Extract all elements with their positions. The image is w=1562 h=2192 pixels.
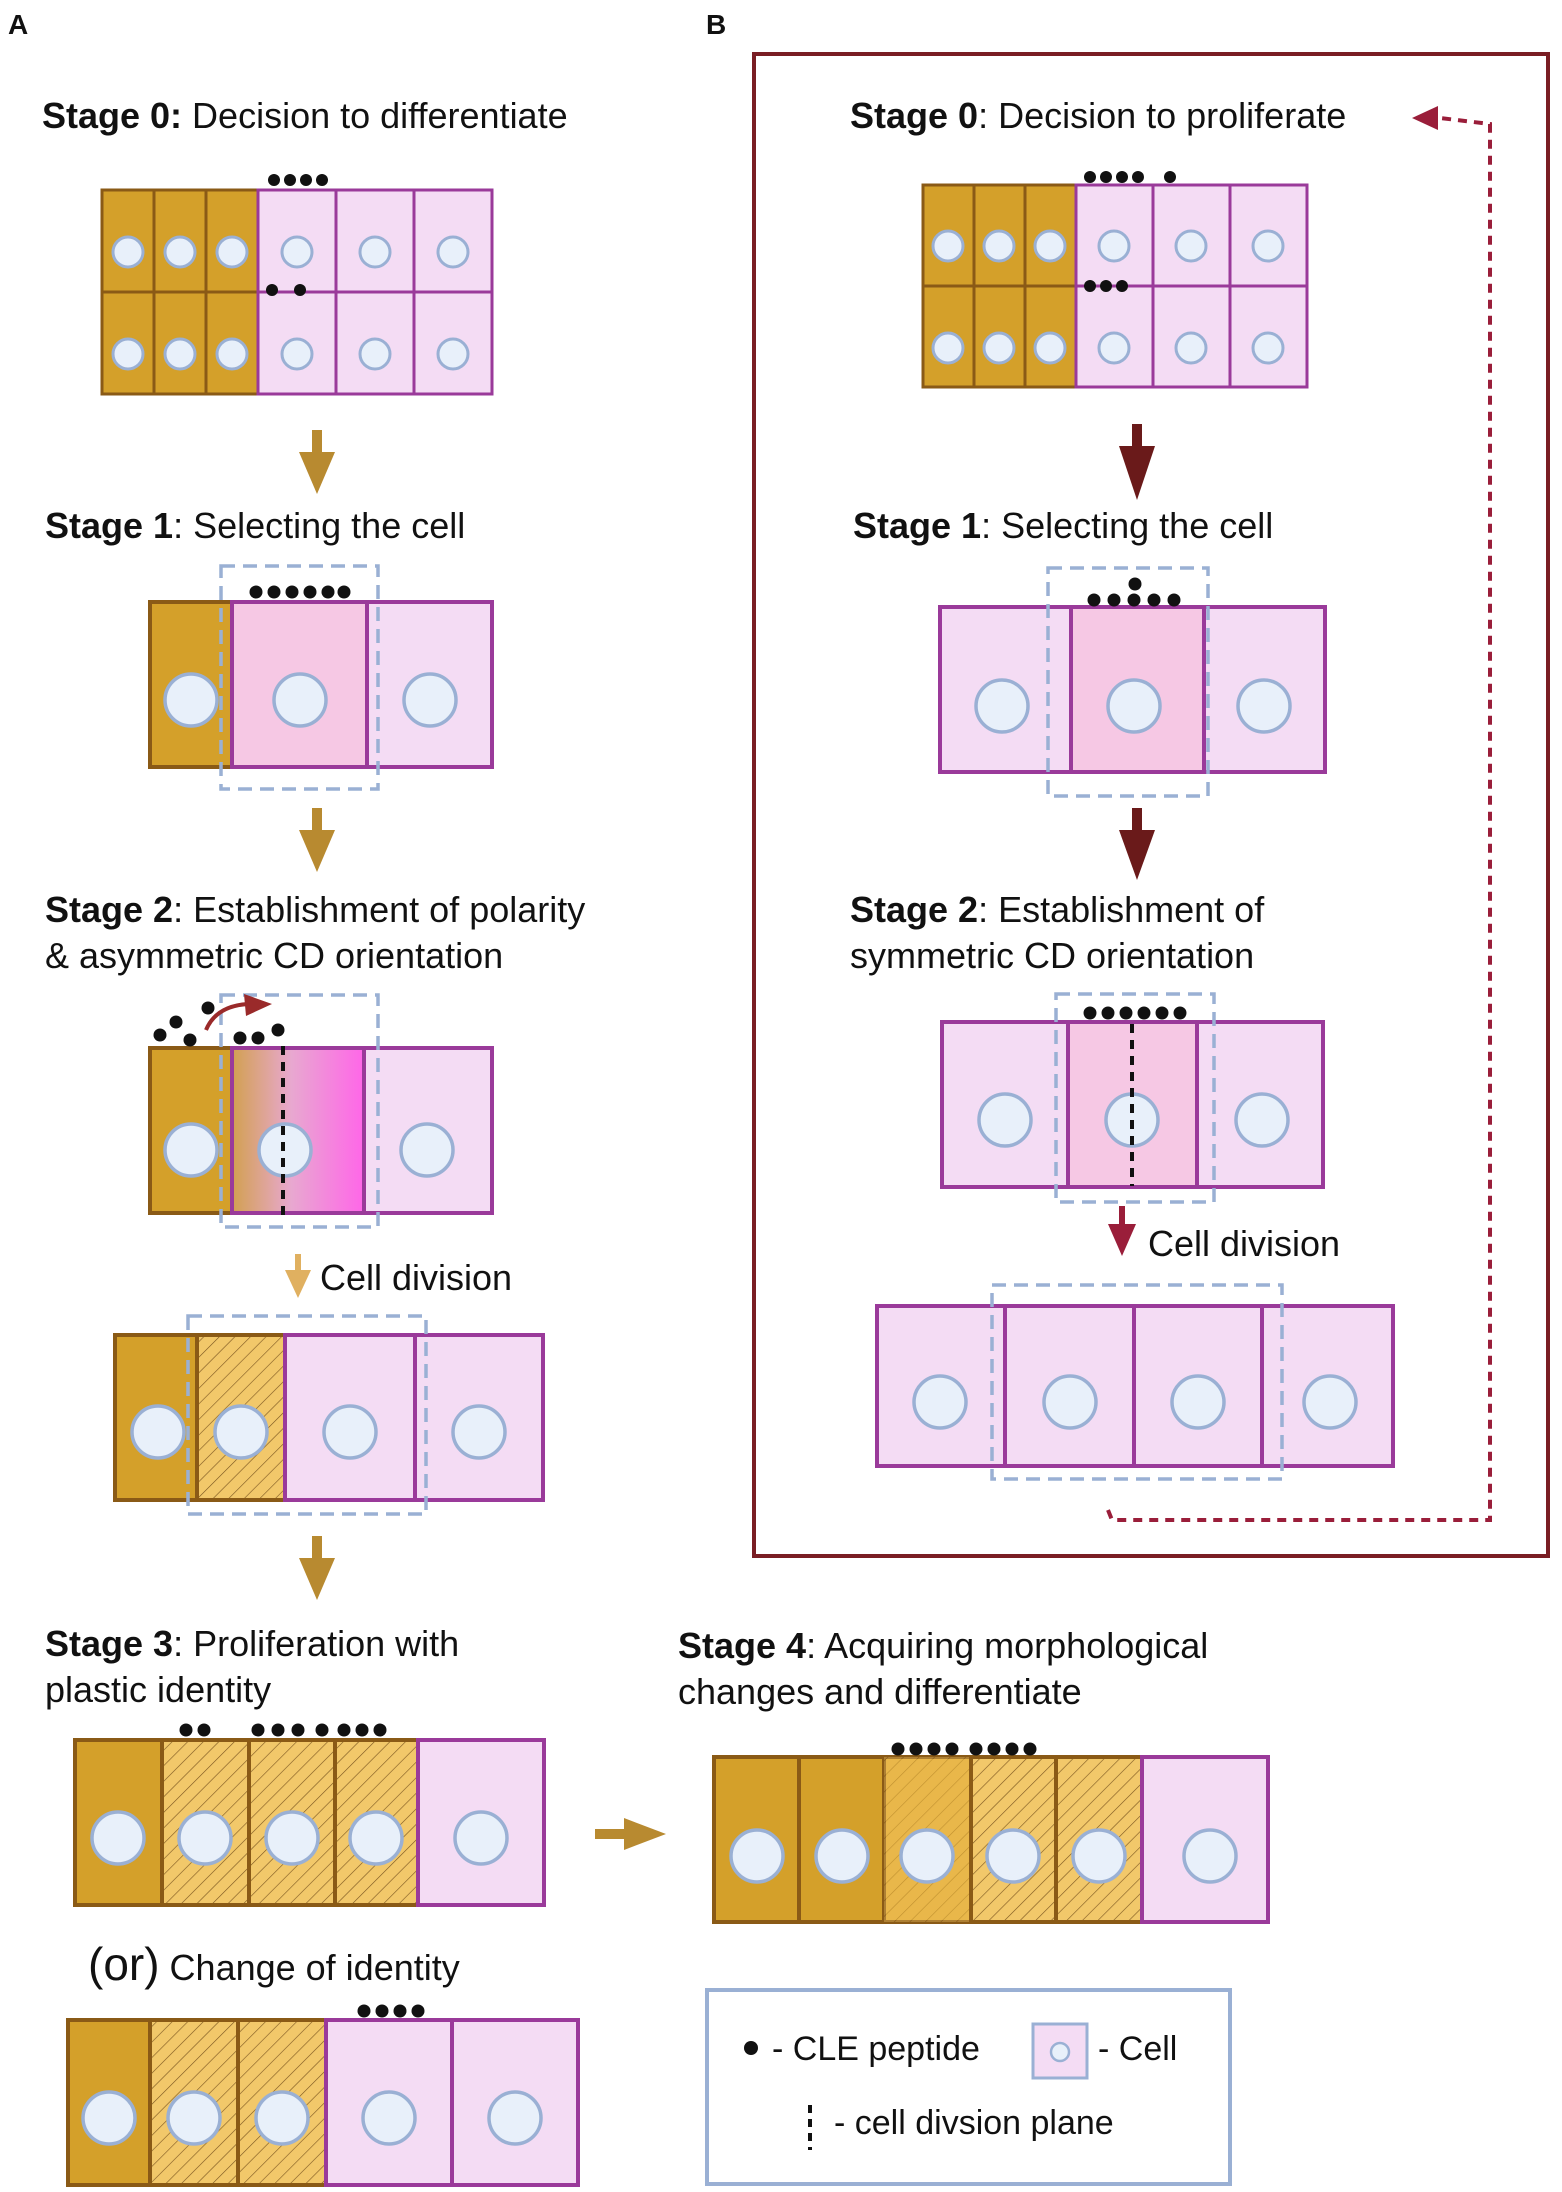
feedback-loop-arrowhead [1412, 106, 1438, 130]
b-division-label: Cell division [1148, 1223, 1340, 1264]
cle-peptides [1083, 1006, 1187, 1020]
b-stage2-title-line2: symmetric CD orientation [850, 935, 1254, 976]
a-arrow-3 [299, 1536, 335, 1600]
a-arrow-1 [299, 430, 335, 494]
legend: - CLE peptide - Cell - cell divsion plan… [705, 1988, 1232, 2186]
b-stage1-tissue [938, 566, 1327, 798]
legend-plane-label: - cell divsion plane [834, 2104, 1114, 2142]
b-stage2-title: Stage 2: Establishment of [850, 889, 1265, 930]
b-division-arrow [1108, 1206, 1136, 1256]
a-stage4-title: Stage 4: Acquiring morphological [678, 1625, 1208, 1666]
cle-peptides [153, 1001, 285, 1047]
a-stage3-title-line2: plastic identity [45, 1669, 271, 1710]
b-stage0-tissue [921, 171, 1309, 389]
a-change-identity-tissue [66, 2004, 580, 2187]
a-division-tissue [113, 1314, 545, 1516]
polarity-arrow [204, 1002, 249, 1031]
a-stage4-title-line2: changes and differentiate [678, 1671, 1082, 1712]
a-stage3-title: Stage 3: Proliferation with [45, 1623, 459, 1664]
panel-b-frame [752, 52, 1550, 1558]
a-stage4-tissue [712, 1742, 1270, 1924]
cle-peptides [249, 585, 351, 599]
a-division-arrow [285, 1254, 311, 1298]
a-division-label: Cell division [320, 1257, 512, 1298]
cle-peptides [357, 2004, 425, 2018]
a-stage2-title: Stage 2: Establishment of polarity [45, 889, 585, 930]
b-stage2-tissue [940, 992, 1325, 1204]
b-arrow-2 [1119, 808, 1155, 880]
a-stage1-tissue [148, 564, 494, 791]
selection-box [219, 564, 380, 791]
cle-peptides [1087, 577, 1181, 607]
b-stage1-title: Stage 1: Selecting the cell [853, 505, 1273, 546]
b-arrow-1 [1119, 424, 1155, 500]
panel-b-label: B [706, 9, 726, 40]
cle-peptides [1084, 171, 1176, 292]
a-or-title: (or) Change of identity [88, 1938, 460, 1990]
legend-peptide-swatch [744, 2041, 758, 2055]
a-stage1-title: Stage 1: Selecting the cell [45, 505, 465, 546]
cle-peptides [891, 1742, 1037, 1756]
legend-peptide-label: - CLE peptide [772, 2030, 980, 2068]
legend-cell-label: - Cell [1098, 2030, 1177, 2068]
a-stage0-tissue [100, 174, 494, 396]
a-stage2-tissue [148, 993, 494, 1229]
a-stage0-title: Stage 0: Decision to differentiate [42, 95, 568, 136]
panel-a-label: A [8, 9, 28, 40]
nuclei [111, 235, 470, 371]
cle-peptides [179, 1723, 387, 1737]
cle-peptides [266, 174, 328, 296]
feedback-loop-arrow [1106, 116, 1492, 1522]
a-stage3-tissue [73, 1723, 546, 1907]
a-stage2-title-line2: & asymmetric CD orientation [45, 935, 503, 976]
a-arrow-to-stage4 [595, 1818, 666, 1850]
b-stage0-title: Stage 0: Decision to proliferate [850, 95, 1346, 136]
a-arrow-2 [299, 808, 335, 872]
b-division-tissue [875, 1283, 1395, 1481]
